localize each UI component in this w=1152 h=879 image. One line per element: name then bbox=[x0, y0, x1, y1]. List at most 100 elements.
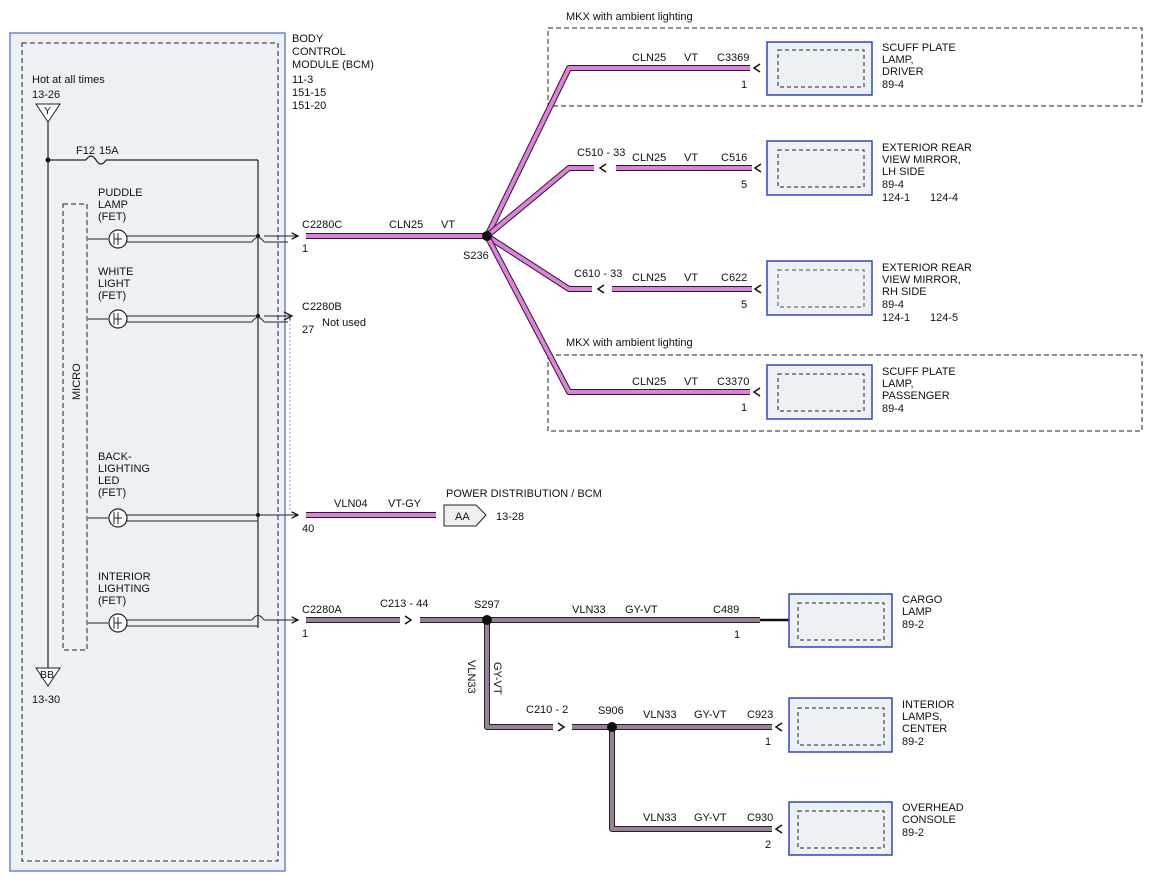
svg-text:GY-VT: GY-VT bbox=[694, 812, 727, 824]
bcm-title-1: BODY bbox=[292, 33, 324, 45]
svg-text:(FET): (FET) bbox=[98, 290, 126, 302]
power-distribution-circuit: VLN04 VT-GY POWER DISTRIBUTION / BCM AA … bbox=[306, 488, 602, 527]
branch-wire-scuff-driver bbox=[485, 66, 750, 237]
micro-label: MICRO bbox=[71, 363, 83, 400]
connector-c3370: C3370 bbox=[717, 376, 749, 388]
bcm-inner-outline bbox=[21, 42, 279, 862]
svg-text:CLN25: CLN25 bbox=[632, 272, 666, 284]
svg-text:VT: VT bbox=[684, 272, 698, 284]
connector-c923: C923 bbox=[747, 709, 773, 721]
cln25-trunk-color: VT bbox=[441, 219, 455, 231]
component-box bbox=[788, 593, 893, 648]
svg-text:GY-VT: GY-VT bbox=[625, 604, 658, 616]
svg-text:89-2: 89-2 bbox=[902, 736, 924, 748]
vertical-color-label: GY-VT bbox=[491, 662, 503, 695]
splice-s236-label: S236 bbox=[463, 250, 489, 262]
svg-text:EXTERIOR REAR: EXTERIOR REAR bbox=[882, 262, 972, 274]
svg-text:CLN25: CLN25 bbox=[632, 376, 666, 388]
svg-text:124-5: 124-5 bbox=[930, 312, 958, 324]
in-line-c213-label: C213 - 44 bbox=[380, 598, 428, 610]
vertical-circuit-label: VLN33 bbox=[465, 660, 477, 694]
component-interior-lamps-center: VLN33 GY-VT C923 1 INTERIOR LAMPS, CENTE… bbox=[643, 697, 955, 753]
connector-aa-icon bbox=[443, 504, 487, 527]
svg-text:VT: VT bbox=[684, 376, 698, 388]
bcm-connector-labels: C2280C 1 C2280B 27 Not used 40 C2280A 1 bbox=[302, 219, 366, 640]
svg-text:LAMP: LAMP bbox=[902, 606, 932, 618]
vln04-circuit: VLN04 bbox=[334, 498, 368, 510]
svg-text:89-2: 89-2 bbox=[902, 827, 924, 839]
svg-text:EXTERIOR REAR: EXTERIOR REAR bbox=[882, 142, 972, 154]
svg-text:LIGHT: LIGHT bbox=[98, 278, 131, 290]
connector-c489: C489 bbox=[713, 604, 739, 616]
svg-text:CLN25: CLN25 bbox=[632, 52, 666, 64]
fet-white-light: WHITE LIGHT (FET) bbox=[88, 266, 294, 512]
vln33-branch-wire bbox=[485, 620, 772, 729]
splice-s906-label: S906 bbox=[598, 705, 624, 717]
svg-text:PUDDLE: PUDDLE bbox=[98, 187, 143, 199]
component-mirror-lh: CLN25 VT C516 5 EXTERIOR REAR VIEW MIRRO… bbox=[632, 140, 972, 204]
component-box bbox=[788, 697, 893, 753]
c2280b-label: C2280B bbox=[302, 301, 342, 313]
branch-wire-mirror-lh bbox=[485, 166, 752, 238]
svg-text:CARGO: CARGO bbox=[902, 594, 943, 606]
c2280b-note: Not used bbox=[322, 317, 366, 329]
svg-text:WHITE: WHITE bbox=[98, 266, 133, 278]
c2280a-pin: 1 bbox=[302, 628, 308, 640]
svg-text:RH SIDE: RH SIDE bbox=[882, 286, 927, 298]
svg-text:89-4: 89-4 bbox=[882, 79, 904, 91]
svg-text:VT: VT bbox=[684, 52, 698, 64]
bcm-ref-3: 151-20 bbox=[292, 100, 326, 112]
component-box bbox=[766, 140, 873, 196]
splice-s297-dot bbox=[482, 615, 492, 625]
vln04-color: VT-GY bbox=[388, 498, 422, 510]
c2280b-pin: 27 bbox=[302, 324, 314, 336]
svg-text:1: 1 bbox=[741, 79, 747, 91]
bcm-ref-1: 11-3 bbox=[292, 74, 313, 86]
svg-text:VLN33: VLN33 bbox=[643, 812, 677, 824]
component-cargo-lamp: VLN33 GY-VT C489 1 CARGO LAMP 89-2 bbox=[572, 593, 943, 648]
bcm-ref-2: 151-15 bbox=[292, 87, 326, 99]
svg-text:89-4: 89-4 bbox=[882, 403, 904, 415]
svg-text:LH SIDE: LH SIDE bbox=[882, 166, 925, 178]
svg-text:(FET): (FET) bbox=[98, 595, 126, 607]
splice-s297-label: S297 bbox=[474, 599, 500, 611]
fet-interior-lighting: INTERIOR LIGHTING (FET) bbox=[88, 571, 298, 633]
component-overhead-console: VLN33 GY-VT C930 2 OVERHEAD CONSOLE 89-2 bbox=[643, 801, 964, 856]
fuse-rating: 15A bbox=[99, 145, 119, 157]
branch-wire-scuff-passenger bbox=[485, 235, 750, 394]
in-line-c213-arrow bbox=[404, 615, 413, 625]
svg-text:124-1: 124-1 bbox=[882, 192, 910, 204]
svg-text:GY-VT: GY-VT bbox=[694, 709, 727, 721]
svg-text:89-4: 89-4 bbox=[882, 299, 904, 311]
svg-text:LIGHTING: LIGHTING bbox=[98, 583, 150, 595]
svg-text:CENTER: CENTER bbox=[902, 723, 947, 735]
c2280c-label: C2280C bbox=[302, 219, 342, 231]
svg-text:1: 1 bbox=[765, 736, 771, 748]
svg-text:(FET): (FET) bbox=[98, 211, 126, 223]
mkx-label-bottom: MKX with ambient lighting bbox=[566, 337, 693, 349]
bcm-outline bbox=[9, 32, 286, 872]
component-mirror-rh: CLN25 VT C622 5 EXTERIOR REAR VIEW MIRRO… bbox=[632, 260, 972, 324]
connector-c622: C622 bbox=[721, 272, 747, 284]
in-line-c610-label: C610 - 33 bbox=[574, 268, 622, 280]
ground-connector-label: BB bbox=[40, 669, 54, 681]
svg-text:INTERIOR: INTERIOR bbox=[902, 699, 955, 711]
connector-c516: C516 bbox=[721, 152, 747, 164]
splice-s906-dot bbox=[607, 722, 617, 732]
svg-text:SCUFF PLATE: SCUFF PLATE bbox=[882, 42, 956, 54]
connector-c930: C930 bbox=[747, 812, 773, 824]
bcm-title-2: CONTROL bbox=[292, 46, 346, 58]
hot-ref: 13-26 bbox=[32, 89, 60, 101]
component-box bbox=[788, 801, 893, 856]
svg-text:5: 5 bbox=[741, 179, 747, 191]
hot-connector-label: Y bbox=[44, 105, 51, 117]
mkx-label-top: MKX with ambient lighting bbox=[566, 11, 693, 23]
svg-text:PASSENGER: PASSENGER bbox=[882, 390, 950, 402]
ground-ref: 13-30 bbox=[32, 694, 60, 706]
svg-text:124-1: 124-1 bbox=[882, 312, 910, 324]
connector-c3369: C3369 bbox=[717, 52, 749, 64]
svg-text:VIEW MIRROR,: VIEW MIRROR, bbox=[882, 154, 961, 166]
ground-connector-icon bbox=[35, 667, 61, 687]
svg-text:OVERHEAD: OVERHEAD bbox=[902, 802, 964, 814]
svg-text:1: 1 bbox=[741, 402, 747, 414]
